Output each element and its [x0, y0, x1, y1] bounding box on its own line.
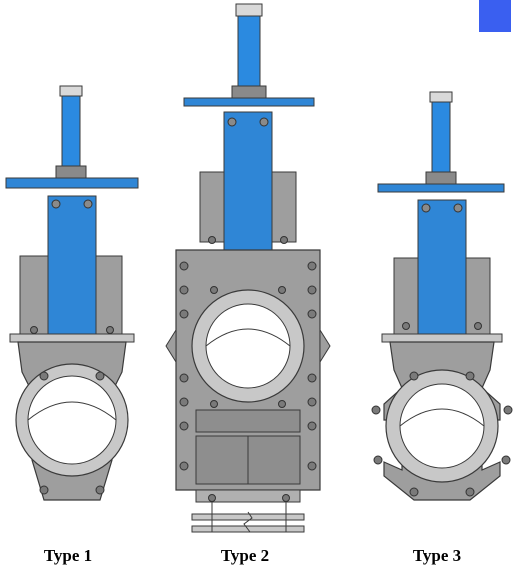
- valve2-nut: [231, 85, 267, 99]
- valve2-yoke: [223, 111, 273, 263]
- valve2-stem: [237, 15, 261, 93]
- valve-type-3: [371, 91, 513, 501]
- valve-type-2: [165, 3, 331, 533]
- valve1-stem-cap: [59, 85, 83, 97]
- valve3-top-plate: [377, 183, 505, 193]
- valve1-yoke: [47, 195, 97, 347]
- valve1-top-plate: [5, 177, 139, 189]
- valve-type-1: [5, 85, 139, 501]
- valve2-stem-cap: [235, 3, 263, 17]
- valve3-nut: [425, 171, 457, 185]
- valve1-nut: [55, 165, 87, 179]
- valve3-stem-cap: [429, 91, 453, 103]
- valve2-top-plate: [183, 97, 315, 107]
- type-1-label: Type 1: [43, 546, 93, 565]
- valve3-yoke: [417, 199, 467, 349]
- valve3-flange: [381, 333, 503, 343]
- accent-square: [479, 0, 511, 32]
- type-2-label: Type 2: [220, 546, 270, 565]
- type-3-label: Type 3: [412, 546, 462, 565]
- valve1-flange: [9, 333, 135, 343]
- valve3-stem: [431, 101, 451, 177]
